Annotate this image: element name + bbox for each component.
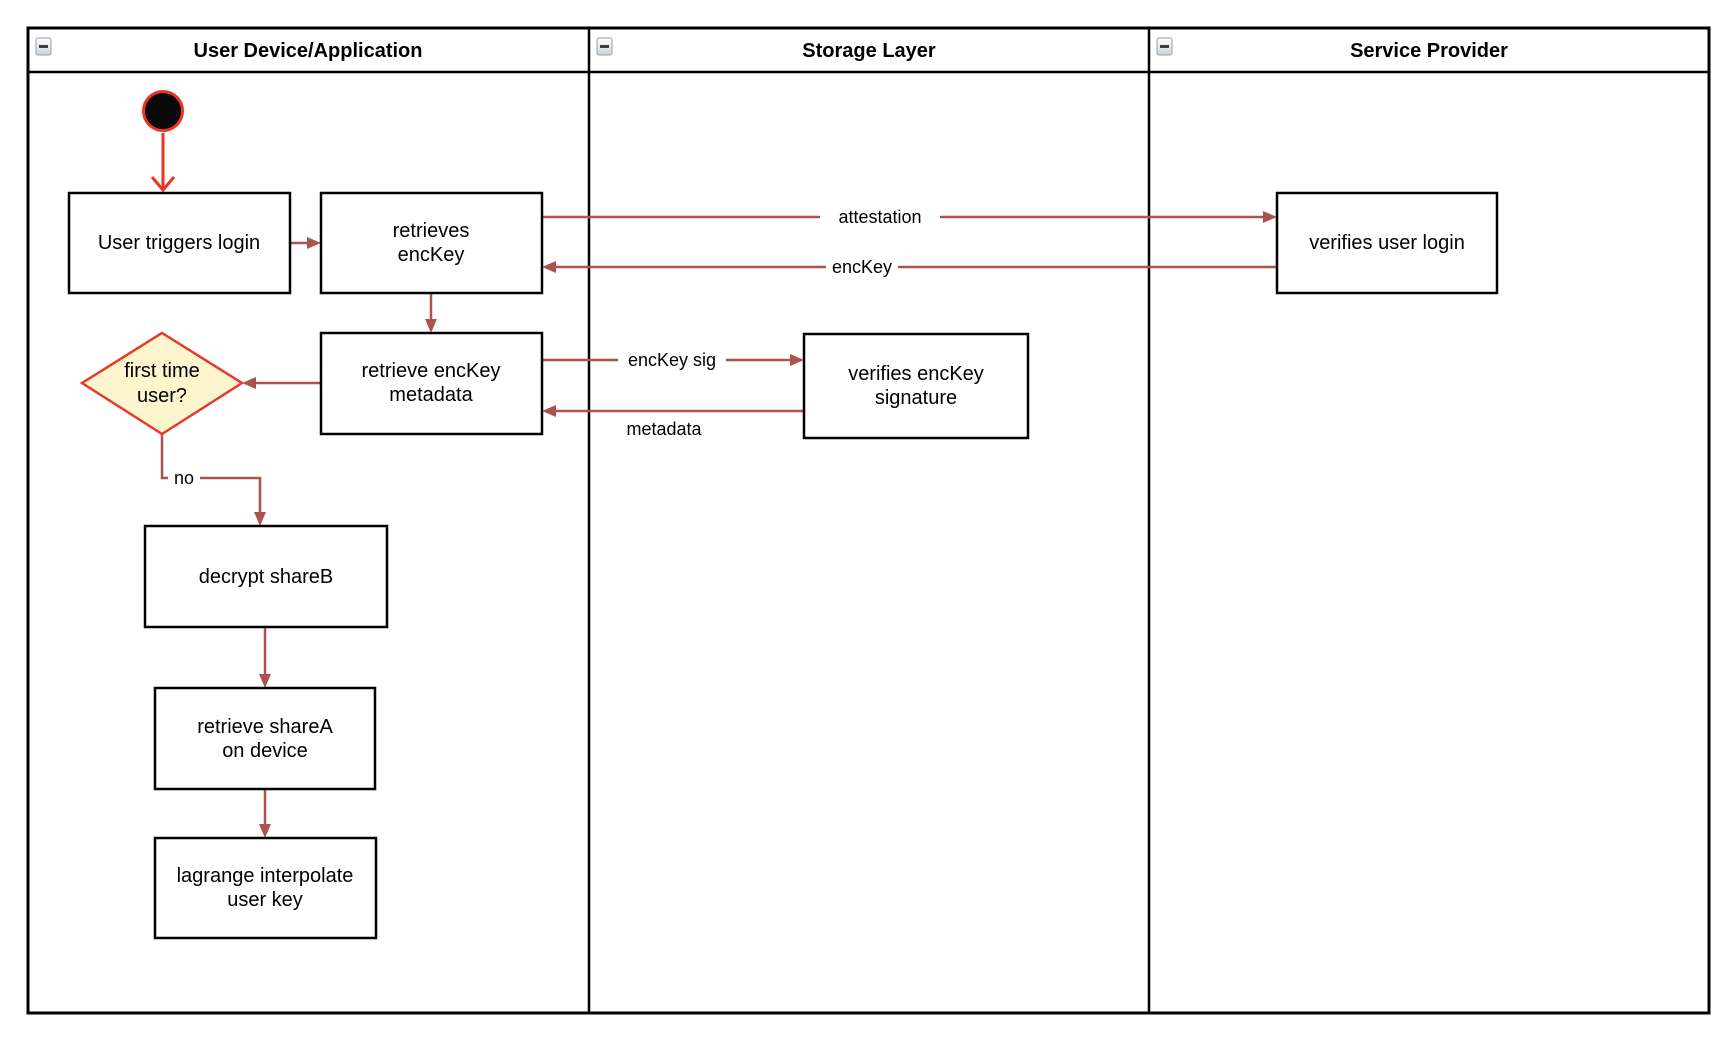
node-retrieve-enckey-metadata[interactable]: retrieve encKey metadata [319, 331, 544, 436]
arrowhead [542, 405, 556, 417]
edge-decrypt-to-sharea [259, 627, 271, 688]
node-retrieves-enckey[interactable]: retrieves encKey [319, 191, 544, 295]
lane-header-user-device: User Device/Application [35, 37, 423, 62]
edge-label-enckey-sig: encKey sig [628, 350, 716, 370]
node-label: signature [875, 387, 957, 409]
arrowhead [242, 377, 256, 389]
edge-label-attestation: attestation [838, 207, 921, 227]
node-user-triggers-login[interactable]: User triggers login [67, 191, 292, 295]
edge-retrieves-to-metadata [425, 293, 437, 333]
edge-label-no: no [174, 468, 194, 488]
edge-login-to-retrieves [290, 237, 321, 249]
edge-enckey-sig: encKey sig [542, 350, 804, 370]
edge-label-enckey: encKey [832, 257, 892, 277]
lane-header-service-provider: Service Provider [1156, 37, 1508, 62]
edge-sharea-to-lagrange [259, 789, 271, 838]
lane-title-storage-layer: Storage Layer [802, 40, 936, 62]
node-label: user? [137, 385, 187, 407]
node-label: decrypt shareB [199, 566, 334, 588]
edge-metadata-to-decision [242, 377, 321, 389]
arrowhead [1263, 211, 1277, 223]
collapse-button-service-provider[interactable] [1156, 37, 1173, 56]
node-decrypt-shareb[interactable]: decrypt shareB [143, 524, 389, 629]
lane-header-storage-layer: Storage Layer [596, 37, 936, 62]
node-label: User triggers login [98, 232, 260, 254]
node-label: lagrange interpolate [177, 865, 354, 887]
arrowhead [790, 354, 804, 366]
arrowhead [542, 261, 556, 273]
node-first-time-user-decision[interactable]: first time user? [79, 331, 245, 436]
node-label: retrieves [393, 220, 470, 242]
arrowhead [150, 176, 176, 193]
arrowhead [425, 319, 437, 333]
node-lagrange-interpolate[interactable]: lagrange interpolate user key [153, 836, 378, 940]
edge-start-to-login [150, 133, 176, 193]
edge-label-metadata: metadata [626, 419, 702, 439]
node-label: user key [227, 889, 303, 911]
node-label: retrieve encKey [362, 360, 501, 382]
node-label: verifies encKey [848, 363, 984, 385]
arrowhead [254, 512, 266, 526]
node-label: verifies user login [1309, 232, 1465, 254]
edge-metadata-return: metadata [542, 405, 804, 439]
arrowhead [259, 824, 271, 838]
edge-enckey-return: encKey [542, 257, 1277, 277]
node-label: retrieve shareA [197, 716, 333, 738]
node-label: metadata [389, 384, 473, 406]
edge-attestation: attestation [542, 207, 1277, 227]
node-label: on device [222, 740, 308, 762]
edge-no-branch: no [160, 434, 266, 526]
collapse-button-storage-layer[interactable] [596, 37, 613, 56]
node-verifies-user-login[interactable]: verifies user login [1275, 191, 1499, 295]
arrowhead [259, 674, 271, 688]
lane-title-user-device: User Device/Application [194, 40, 423, 62]
arrowhead [307, 237, 321, 249]
lane-title-service-provider: Service Provider [1350, 40, 1508, 62]
node-verifies-enckey-signature[interactable]: verifies encKey signature [802, 332, 1030, 440]
node-label: first time [124, 360, 200, 382]
start-node[interactable] [142, 90, 184, 132]
node-retrieve-sharea[interactable]: retrieve shareA on device [153, 686, 377, 791]
node-label: encKey [398, 244, 465, 266]
collapse-button-user-device[interactable] [35, 37, 52, 56]
